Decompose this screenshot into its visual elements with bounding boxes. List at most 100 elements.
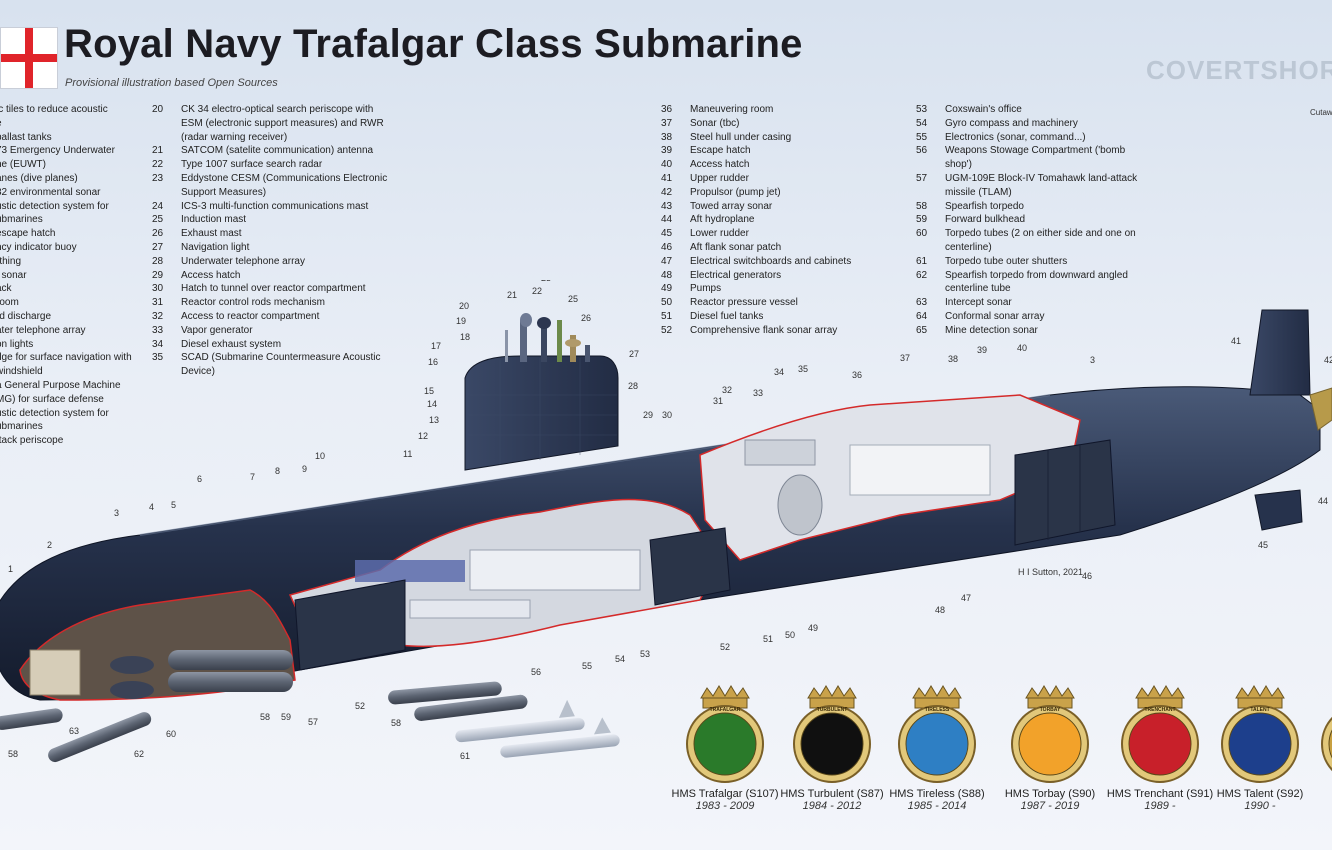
legend-item-number: 41 — [661, 172, 673, 184]
callout-number: 26 — [581, 313, 591, 323]
legend-item: ater telephone array — [0, 324, 86, 336]
legend-item-label: Navigation light — [181, 241, 250, 253]
callout-number: 5 — [171, 500, 176, 510]
callout-number: 60 — [166, 729, 176, 739]
boat-name: HMS Turbulent (S87) — [780, 788, 884, 800]
legend-item-number: 36 — [661, 104, 673, 115]
legend-item-number: 54 — [916, 117, 928, 129]
callout-number: 22 — [532, 286, 542, 296]
legend-item-number: 61 — [916, 255, 928, 267]
legend-item-label: Mine detection sonar — [945, 324, 1038, 336]
callout-number: 11 — [403, 449, 412, 459]
legend-item-number: 21 — [152, 145, 164, 157]
legend-item: 73 Emergency Underwater — [0, 145, 115, 157]
legend-item-label: Pumps — [690, 283, 722, 295]
callout-number: 58 — [260, 712, 270, 722]
legend-item-number: 42 — [661, 186, 673, 198]
legend-item-number: 48 — [661, 269, 673, 281]
callout-number: 12 — [418, 431, 428, 441]
crest-emblem-icon — [1121, 685, 1199, 783]
crest-emblem-icon — [1011, 685, 1089, 783]
callout-number: 17 — [431, 341, 441, 351]
legend-item-label: Upper rudder — [690, 172, 749, 184]
boat-service-years: 1984 - 2012 — [802, 800, 862, 812]
cutaway-sections — [19, 394, 1116, 701]
legend-item-number: 46 — [661, 241, 673, 253]
legend-item-label: Diesel exhaust system — [181, 338, 282, 350]
callout-number: 41 — [1231, 336, 1241, 346]
callout-number: 47 — [961, 593, 971, 603]
legend-item-number: 26 — [152, 228, 164, 240]
crest-motto-label: TIRELESS — [924, 707, 950, 713]
callout-number: 58 — [391, 718, 401, 728]
watermark-subtext: Cutaw — [1310, 108, 1332, 117]
callout-number: 2 — [47, 540, 52, 550]
boat-service-years: 1985 - 2014 — [907, 800, 967, 812]
legend-item-label: Towed array sonar — [690, 200, 773, 212]
legend-item: 46 Aft flank sonar patch — [661, 241, 901, 255]
torpedo-tubes — [110, 650, 293, 699]
callout-number: 18 — [460, 332, 470, 342]
callout-number: 3 — [114, 508, 119, 518]
legend-item: 41 Upper rudder — [661, 172, 901, 186]
legend-item-label: Spearfish torpedo — [945, 200, 1024, 212]
legend-item-number: 35 — [152, 352, 164, 364]
callout-number: 1 — [8, 564, 13, 574]
legend-item-number: 49 — [661, 283, 673, 295]
legend-item: ubmarines — [0, 214, 43, 226]
crest-motto-label: TRENCHANT — [1144, 707, 1176, 713]
legend-item: ustic detection system for — [0, 407, 109, 419]
legend-item-label: Coxswain's office — [945, 104, 1022, 115]
boat-name: HMS — [1300, 788, 1332, 800]
callout-number: 58 — [8, 749, 18, 759]
callout-number: 50 — [785, 630, 795, 640]
legend-item-number: 56 — [916, 145, 928, 157]
legend-item-number: 43 — [661, 200, 673, 212]
callout-number: 35 — [798, 364, 808, 374]
callout-number: 23 — [541, 280, 551, 283]
crest-motto-label: TRAFALGAR — [709, 707, 741, 713]
legend-item-label: Aft flank sonar patch — [690, 241, 782, 253]
legend-column-0: ic tiles to reduce acousticeballast tank… — [0, 103, 144, 448]
boat-name: HMS Tireless (S88) — [889, 788, 985, 800]
submarine-sail — [464, 313, 619, 471]
crest-motto-label: TORBAY — [1039, 707, 1061, 713]
legend-item-number: 23 — [152, 172, 164, 184]
callout-number: 16 — [428, 357, 438, 367]
callout-labels: 1234567891011121314151617181920212223242… — [8, 280, 1332, 761]
callout-number: 10 — [315, 451, 325, 461]
legend-item-label: Maneuvering room — [690, 104, 774, 115]
legend-item-label: SCAD (Submarine Countermeasure Acoustic … — [181, 352, 381, 378]
crest-emblem-icon — [1321, 716, 1332, 772]
legend-item-label: Lower rudder — [690, 228, 749, 240]
callout-number: 30 — [662, 410, 672, 420]
boat-service-years: 1983 - 2009 — [695, 800, 755, 812]
callout-number: 28 — [628, 381, 638, 391]
callout-number: 38 — [948, 354, 958, 364]
legend-item-number: 44 — [661, 214, 673, 226]
callout-number: 25 — [568, 294, 578, 304]
callout-number: 21 — [507, 290, 517, 300]
